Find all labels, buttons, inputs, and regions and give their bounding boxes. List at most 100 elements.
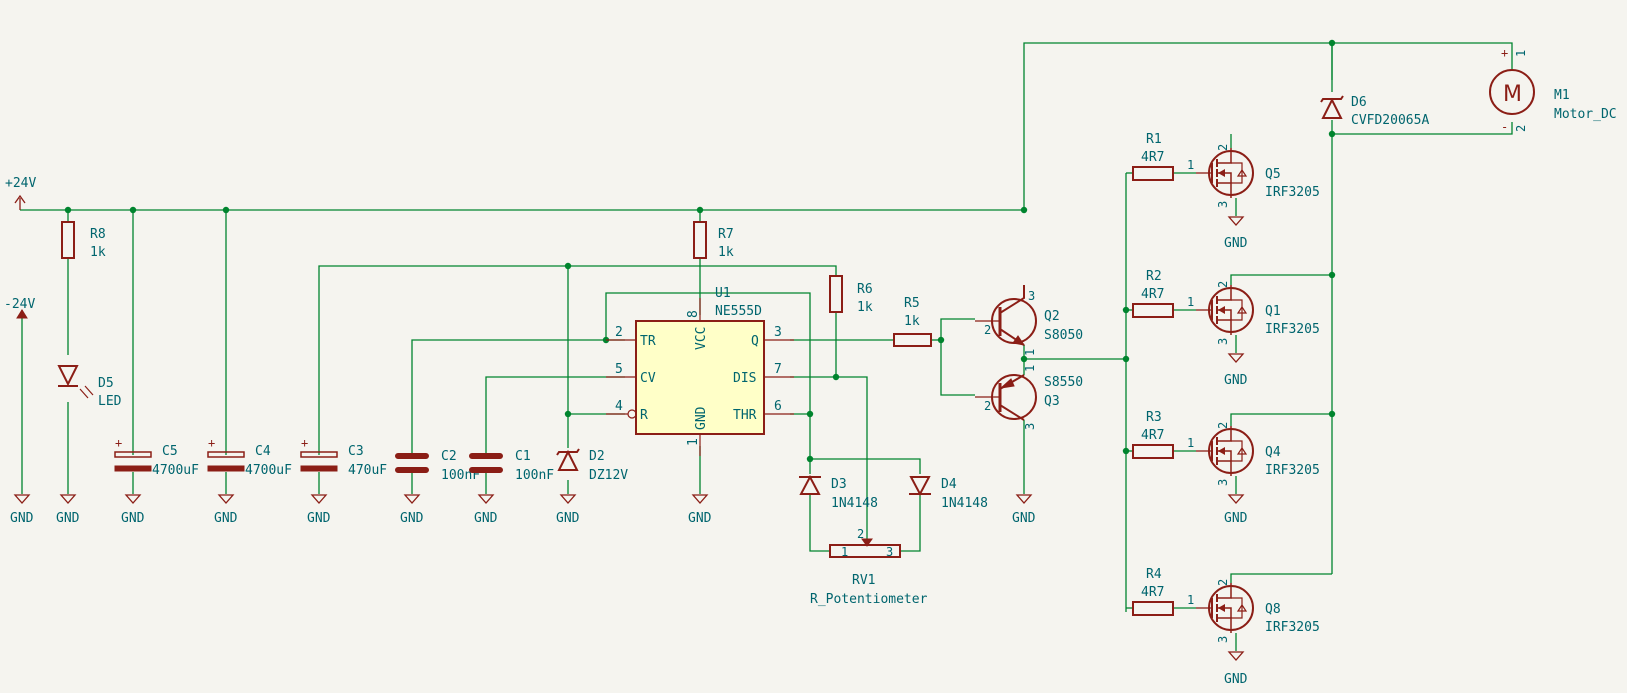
mosfet-gate-pin: 1 bbox=[1187, 295, 1194, 309]
gate-resistor-body bbox=[1132, 444, 1174, 459]
mosfet-value: IRF3205 bbox=[1265, 620, 1320, 635]
gate-resistor-ref: R2 bbox=[1146, 269, 1162, 284]
gnd-label: GND bbox=[56, 511, 80, 526]
mosfet-value: IRF3205 bbox=[1265, 185, 1320, 200]
u1-pin-q: Q bbox=[751, 334, 759, 349]
r6-ref: R6 bbox=[857, 282, 873, 297]
u1-pin-gnd: GND bbox=[694, 406, 709, 430]
zener-d2: D2 DZ12V bbox=[556, 448, 628, 483]
u1-num-4: 4 bbox=[615, 399, 623, 414]
gnd-label: GND bbox=[10, 511, 34, 526]
r8-value: 1k bbox=[90, 245, 106, 260]
gnd-triangle bbox=[1227, 651, 1245, 661]
mosfet-source-pin: 3 bbox=[1216, 338, 1230, 345]
d5-value: LED bbox=[98, 394, 122, 409]
capacitor-c1: C1 100nF bbox=[469, 449, 554, 483]
mosfet-arrow bbox=[1218, 306, 1225, 314]
mosfet-drain-pin: 2 bbox=[1216, 422, 1230, 429]
d2-value: DZ12V bbox=[589, 468, 628, 483]
gnd-symbol: GND bbox=[121, 494, 145, 526]
power-24v-symbol: +24V bbox=[5, 176, 36, 210]
gate-resistor-ref: R3 bbox=[1146, 410, 1162, 425]
d4-value: 1N4148 bbox=[941, 496, 988, 511]
gate-resistor-value: 4R7 bbox=[1141, 585, 1164, 600]
r7-value: 1k bbox=[718, 245, 734, 260]
c4-value: 4700uF bbox=[245, 463, 292, 478]
gnd-triangle bbox=[13, 494, 31, 504]
u1-pin-r: R bbox=[640, 408, 648, 423]
d5-ref: D5 bbox=[98, 376, 114, 391]
m1-plus: + bbox=[1501, 46, 1508, 60]
gnd-label: GND bbox=[1224, 236, 1248, 251]
mosfet-ref: Q8 bbox=[1265, 602, 1281, 617]
gnd-triangle bbox=[124, 494, 142, 504]
q2-value: S8050 bbox=[1044, 328, 1083, 343]
u1-num-6: 6 bbox=[774, 399, 782, 414]
c3-value: 470uF bbox=[348, 463, 387, 478]
mosfet-source-pin: 3 bbox=[1216, 479, 1230, 486]
u1-num-5: 5 bbox=[615, 362, 623, 377]
gate-resistor-value: 4R7 bbox=[1141, 150, 1164, 165]
c3-ref: C3 bbox=[348, 444, 364, 459]
potentiometer-rv1: 1 2 3 RV1 R_Potentiometer bbox=[810, 527, 928, 607]
mosfet-diode-symbol bbox=[1236, 168, 1248, 177]
power-minus24v-label: -24V bbox=[4, 297, 35, 312]
ic-u1-ne555: TR CV R Q DIS THR VCC GND 2 5 4 3 7 6 8 … bbox=[606, 286, 794, 456]
gnd-symbol: GND bbox=[307, 494, 331, 526]
mosfet-ref: Q4 bbox=[1265, 445, 1281, 460]
capacitor-c3: + C3 470uF bbox=[300, 436, 387, 478]
mosfet-drain-pin: 2 bbox=[1216, 281, 1230, 288]
svg-text:+: + bbox=[115, 436, 122, 450]
mosfet-diode-symbol bbox=[1236, 603, 1248, 612]
c1-ref: C1 bbox=[515, 449, 531, 464]
capacitor-c2: C2 100nF bbox=[395, 449, 480, 483]
m1-glyph: M bbox=[1503, 82, 1522, 107]
q2-pin-2: 2 bbox=[984, 323, 991, 337]
mosfet-ref: Q5 bbox=[1265, 167, 1281, 182]
mosfet-value: IRF3205 bbox=[1265, 463, 1320, 478]
d3-value: 1N4148 bbox=[831, 496, 878, 511]
q3-pin-1: 1 bbox=[1023, 365, 1037, 372]
gnd-symbol: GND bbox=[1224, 651, 1248, 687]
m1-pin1: 1 bbox=[1514, 50, 1528, 57]
gnd-label: GND bbox=[121, 511, 145, 526]
resistor-r7: R7 1k bbox=[693, 221, 734, 260]
m1-pin2: 2 bbox=[1514, 125, 1528, 132]
transistor-q3: 2 1 3 S8550 Q3 bbox=[975, 365, 1083, 430]
u1-num-2: 2 bbox=[615, 325, 623, 340]
mosfet-diode-symbol bbox=[1236, 305, 1248, 314]
motor-m1: M + - 1 2 M1 Motor_DC bbox=[1489, 46, 1617, 134]
mosfet-arrow bbox=[1218, 604, 1225, 612]
gnd-label: GND bbox=[1012, 511, 1036, 526]
mosfet-value: IRF3205 bbox=[1265, 322, 1320, 337]
m1-ref: M1 bbox=[1554, 88, 1570, 103]
c5-ref: C5 bbox=[162, 444, 178, 459]
q3-ref: Q3 bbox=[1044, 394, 1060, 409]
u1-pin-cv: CV bbox=[640, 371, 656, 386]
gate-resistor-body bbox=[1132, 601, 1174, 616]
gnd-triangle bbox=[1227, 216, 1245, 226]
gnd-triangle bbox=[1227, 494, 1245, 504]
gnd-label: GND bbox=[474, 511, 498, 526]
gate-resistor-body bbox=[1132, 303, 1174, 318]
mosfet-drain-pin: 2 bbox=[1216, 579, 1230, 586]
u1-pin-vcc: VCC bbox=[694, 327, 709, 350]
mosfet-gate-pin: 1 bbox=[1187, 436, 1194, 450]
svg-text:+: + bbox=[301, 436, 308, 450]
d6-value: CVFD20065A bbox=[1351, 113, 1429, 128]
gnd-triangle bbox=[310, 494, 328, 504]
gnd-label: GND bbox=[400, 511, 424, 526]
resistor-r6: R6 1k bbox=[829, 275, 873, 315]
mosfet-body-diode bbox=[1231, 299, 1243, 321]
gate-resistor-body bbox=[1132, 166, 1174, 181]
d4-ref: D4 bbox=[941, 477, 957, 492]
r5-ref: R5 bbox=[904, 296, 920, 311]
gnd-symbol: GND bbox=[688, 494, 712, 526]
gate-resistor-ref: R4 bbox=[1146, 567, 1162, 582]
mosfet-gate-pin: 1 bbox=[1187, 158, 1194, 172]
gnd-triangle bbox=[403, 494, 421, 504]
